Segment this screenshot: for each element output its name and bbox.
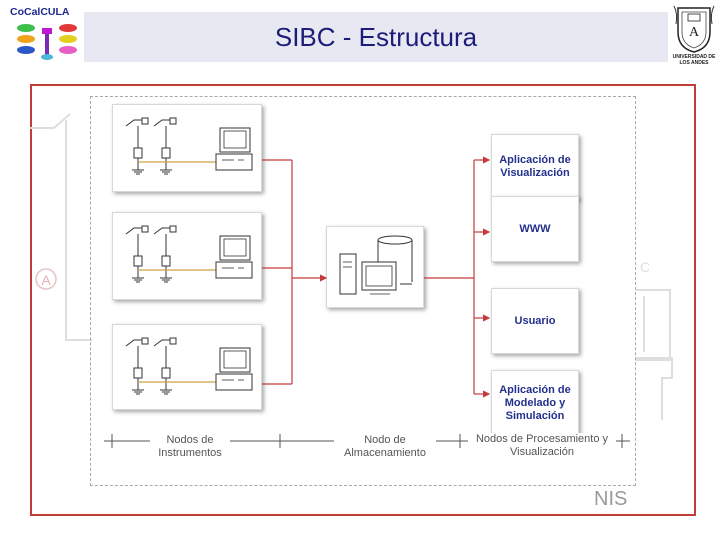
output-box-modeling: Aplicación de Modelado y Simulación	[491, 370, 579, 436]
slide-title: SIBC - Estructura	[274, 22, 478, 52]
title-band	[84, 12, 668, 62]
output-label-user: Usuario	[514, 314, 556, 327]
instrument-group-1	[125, 117, 253, 175]
section-label-processing: Nodos de Procesamiento y Visualización	[468, 433, 616, 459]
instrument-group-3	[125, 337, 253, 395]
logo-left-icon	[17, 24, 77, 60]
system-boundary	[90, 96, 636, 486]
logo-right-text: UNIVERSIDAD DE LOS ANDES	[672, 54, 716, 66]
section-label-instruments: Nodos de Instrumentos	[150, 434, 230, 460]
section-label-storage: Nodo de Almacenamiento	[334, 434, 436, 460]
output-box-user: Usuario	[491, 288, 579, 354]
output-label-visualization: Aplicación de Visualización	[499, 154, 571, 179]
database-icon	[377, 235, 413, 285]
crest-icon: A	[673, 5, 715, 53]
output-box-visualization: Aplicación de Visualización	[491, 134, 579, 200]
footer-mark: NIS	[594, 488, 628, 510]
svg-text:A: A	[689, 25, 700, 40]
instrument-node-3	[112, 324, 262, 410]
cocalcula-logo: CoCalCULA	[6, 6, 82, 62]
storage-server-icon	[339, 253, 397, 295]
instrument-group-2	[125, 225, 253, 283]
diagram-frame	[30, 84, 696, 516]
output-label-www: WWW	[519, 222, 551, 235]
svg-text:A: A	[41, 272, 51, 288]
ula-crest: A UNIVERSIDAD DE LOS ANDES	[670, 2, 718, 70]
output-connectors	[424, 156, 491, 398]
output-box-www: WWW	[491, 196, 579, 262]
output-label-modeling: Aplicación de Modelado y Simulación	[499, 383, 571, 422]
instrument-connectors	[262, 159, 328, 385]
logo-left-text: CoCalCULA	[10, 6, 70, 18]
svg-text:C: C	[640, 259, 650, 275]
